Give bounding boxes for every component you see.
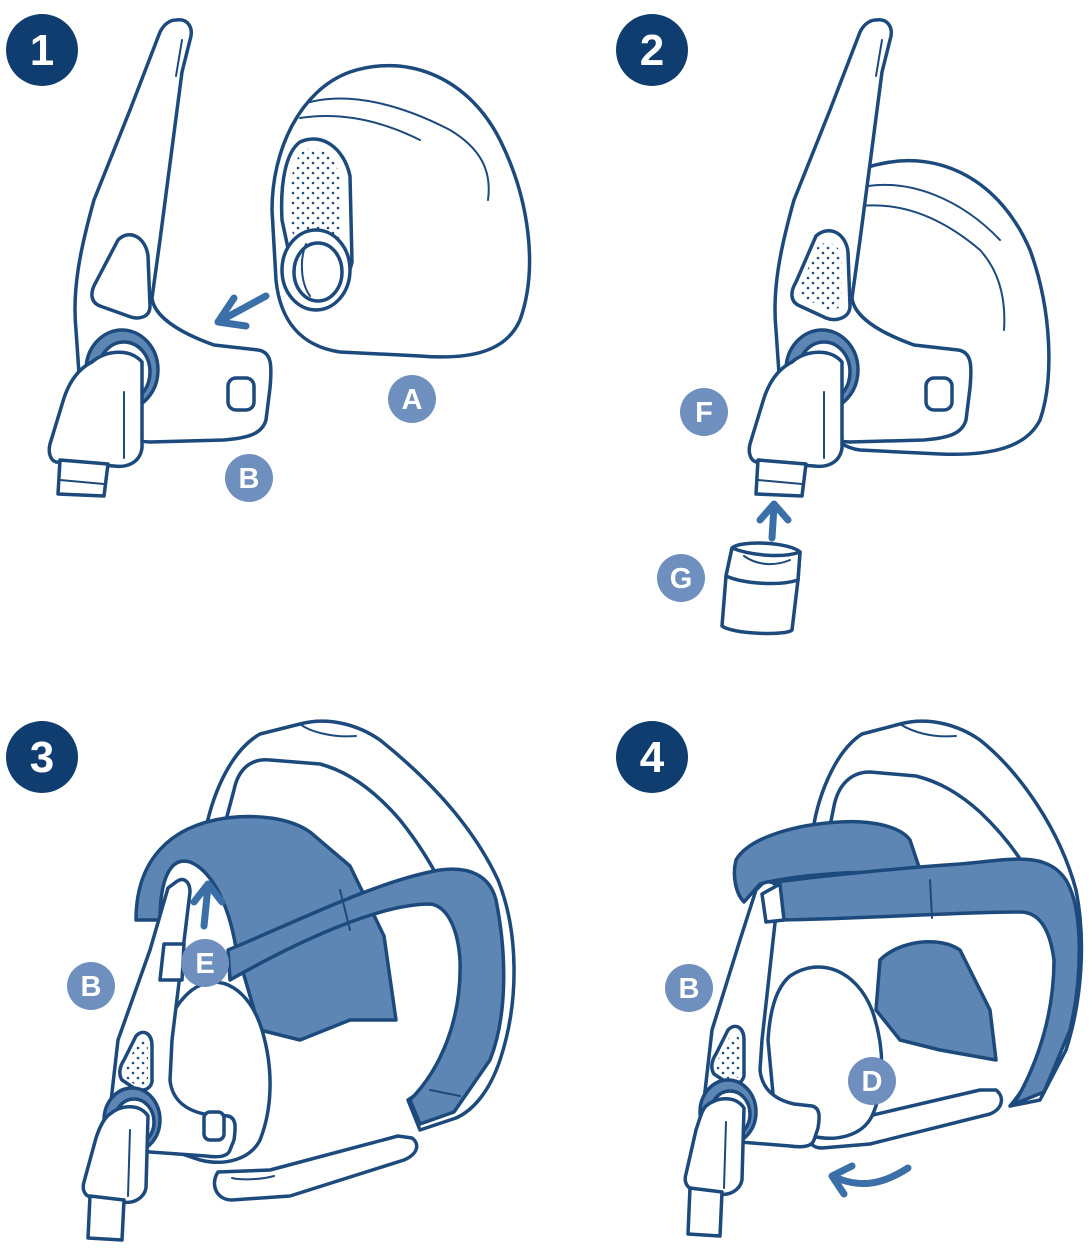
svg-text:B: B (679, 973, 700, 1005)
step-1-arrow (214, 292, 270, 330)
step-1-panel: 1 (6, 14, 532, 502)
label-badge-A: A (388, 375, 436, 423)
svg-text:F: F (695, 397, 713, 429)
svg-text:1: 1 (30, 26, 54, 75)
step-1-cushion (270, 63, 532, 359)
svg-text:G: G (670, 563, 693, 595)
label-badge-D: D (848, 1057, 896, 1105)
svg-text:2: 2 (640, 26, 664, 75)
svg-text:4: 4 (640, 733, 665, 782)
svg-text:D: D (862, 1066, 883, 1098)
step-3-badge: 3 (6, 721, 78, 793)
svg-text:A: A (402, 384, 423, 416)
step-4-elbow (683, 1078, 758, 1238)
label-badge-B: B (225, 454, 273, 502)
svg-text:E: E (195, 948, 214, 980)
label-badge-E: E (181, 939, 229, 987)
svg-text:B: B (239, 463, 260, 495)
label-badge-G: G (657, 554, 705, 602)
step-3-arrow (190, 880, 226, 930)
svg-text:3: 3 (30, 733, 54, 782)
label-badge-F: F (680, 388, 728, 436)
step-2-panel: 2 (616, 14, 1051, 636)
label-badge-B-step3: B (67, 962, 115, 1010)
svg-text:B: B (81, 971, 102, 1003)
step-4-panel: 4 (616, 719, 1084, 1238)
step-2-elbow (747, 328, 860, 498)
step-2-badge: 2 (616, 14, 688, 86)
step-3-elbow (81, 1086, 162, 1242)
step-1-elbow (47, 328, 160, 498)
step-3-mask (108, 877, 272, 1164)
step-4-arrow (828, 1162, 912, 1198)
step-3-headgear (134, 719, 516, 1202)
step-2-swivel (720, 541, 802, 636)
step-3-panel: 3 (6, 719, 516, 1242)
step-2-arrow (756, 500, 792, 542)
step-4-badge: 4 (616, 721, 688, 793)
label-badge-B-step4: B (665, 964, 713, 1012)
step-1-badge: 1 (6, 14, 78, 86)
